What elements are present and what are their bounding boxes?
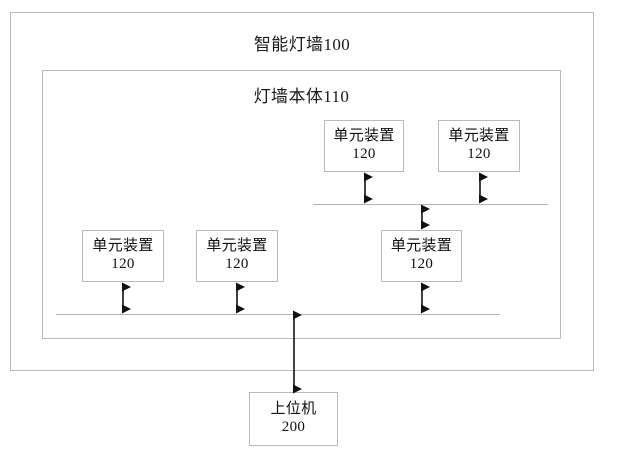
connector-unit-mid-1-to-bus-lower bbox=[122, 282, 131, 314]
unit-device-name: 单元装置 bbox=[206, 238, 268, 255]
unit-device-box-mid-1: 单元装置 120 bbox=[82, 230, 164, 282]
outer-block-smart-light-wall bbox=[10, 12, 594, 371]
host-computer-ref: 200 bbox=[281, 419, 306, 435]
connector-bus-upper-to-unit-mid-3 bbox=[421, 204, 430, 230]
unit-device-ref: 120 bbox=[409, 256, 434, 272]
connector-unit-mid-3-to-bus-lower bbox=[421, 282, 430, 314]
unit-device-name: 单元装置 bbox=[92, 238, 154, 255]
unit-device-ref: 120 bbox=[467, 146, 491, 162]
connector-unit-top-1-to-bus-upper bbox=[364, 172, 373, 204]
unit-device-name: 单元装置 bbox=[333, 128, 395, 145]
bus-line-lower bbox=[56, 314, 500, 315]
connector-unit-top-2-to-bus-upper bbox=[479, 172, 488, 204]
unit-device-ref: 120 bbox=[225, 256, 249, 272]
connector-unit-mid-2-to-bus-lower bbox=[236, 282, 245, 314]
unit-device-name: 单元装置 bbox=[390, 238, 453, 255]
unit-device-ref: 120 bbox=[111, 256, 135, 272]
host-computer-box: 上位机 200 bbox=[249, 392, 338, 446]
unit-device-box-mid-2: 单元装置 120 bbox=[196, 230, 278, 282]
host-computer-name: 上位机 bbox=[270, 401, 317, 418]
unit-device-ref: 120 bbox=[352, 146, 376, 162]
inner-block-label: 灯墙本体110 bbox=[253, 87, 350, 106]
unit-device-box-mid-3: 单元装置 120 bbox=[381, 230, 462, 282]
unit-device-box-top-2: 单元装置 120 bbox=[438, 120, 520, 172]
unit-device-box-top-1: 单元装置 120 bbox=[324, 120, 404, 172]
outer-block-label: 智能灯墙100 bbox=[253, 35, 351, 54]
unit-device-name: 单元装置 bbox=[448, 128, 510, 145]
connector-bus-lower-to-host-computer bbox=[293, 310, 302, 394]
bus-line-upper bbox=[313, 204, 548, 205]
